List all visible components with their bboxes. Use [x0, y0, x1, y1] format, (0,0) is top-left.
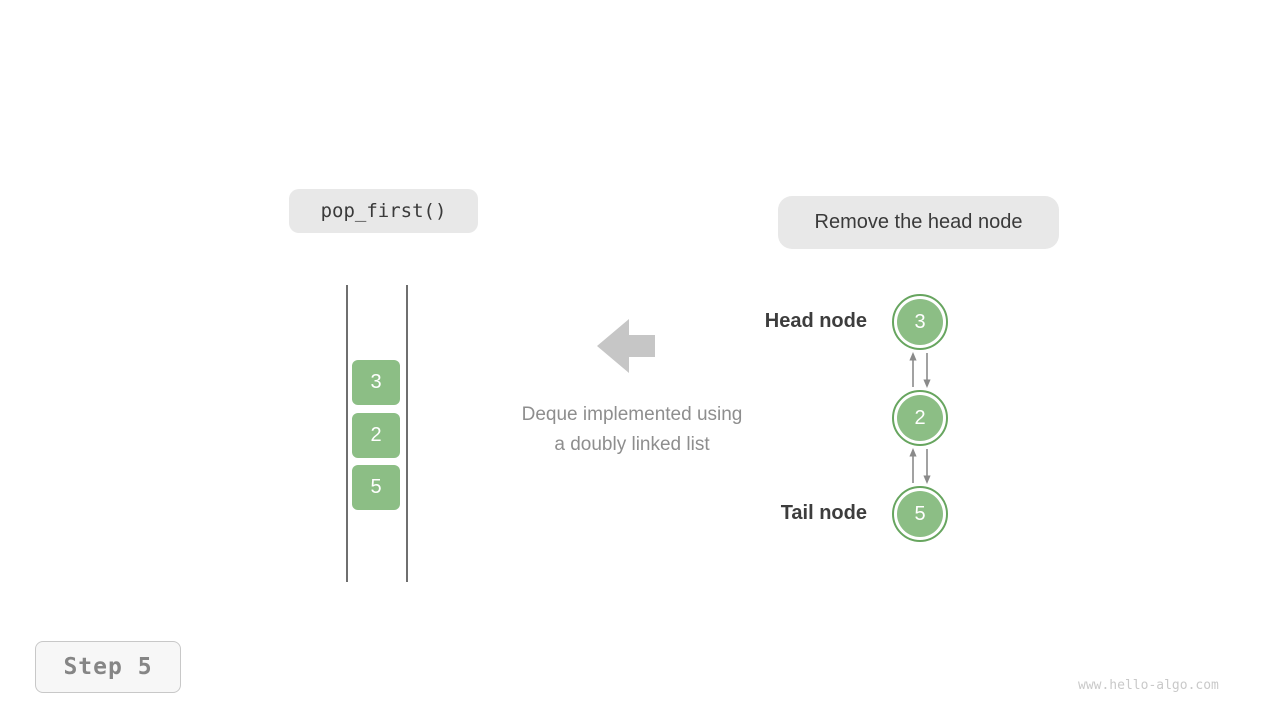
doubly-link-arrows-icon — [909, 448, 931, 484]
caption-line-1: Deque implemented using — [521, 404, 743, 425]
linked-list-node: 2 — [892, 390, 948, 446]
watermark-text: www.hello-algo.com — [1078, 678, 1219, 693]
tail-node-label: Tail node — [780, 502, 867, 524]
operation-pill: pop_first() — [289, 189, 478, 233]
linked-list-node-value: 5 — [897, 491, 943, 537]
step-label: Step 5 — [63, 654, 153, 680]
linked-list-node: 5 — [892, 486, 948, 542]
deque-container-left-wall — [346, 285, 348, 582]
deque-cell: 2 — [352, 413, 400, 458]
deque-container-right-wall — [406, 285, 408, 582]
operation-label: pop_first() — [320, 200, 447, 222]
deque-cell: 5 — [352, 465, 400, 510]
annotation-pill: Remove the head node — [778, 196, 1059, 249]
doubly-link-arrows-icon — [909, 352, 931, 388]
deque-cell-value: 5 — [370, 476, 382, 498]
caption-text: Deque implemented using a doubly linked … — [462, 400, 802, 460]
linked-list-node-value: 3 — [897, 299, 943, 345]
linked-list-node-value: 2 — [897, 395, 943, 441]
caption-line-2: a doubly linked list — [554, 434, 710, 455]
deque-cell: 3 — [352, 360, 400, 405]
deque-cell-value: 2 — [370, 424, 382, 446]
linked-list-node: 3 — [892, 294, 948, 350]
deque-cell-value: 3 — [370, 371, 382, 393]
annotation-label: Remove the head node — [814, 211, 1023, 233]
head-node-label: Head node — [764, 310, 867, 332]
step-badge: Step 5 — [35, 641, 181, 693]
block-arrow-left-icon — [597, 319, 655, 373]
